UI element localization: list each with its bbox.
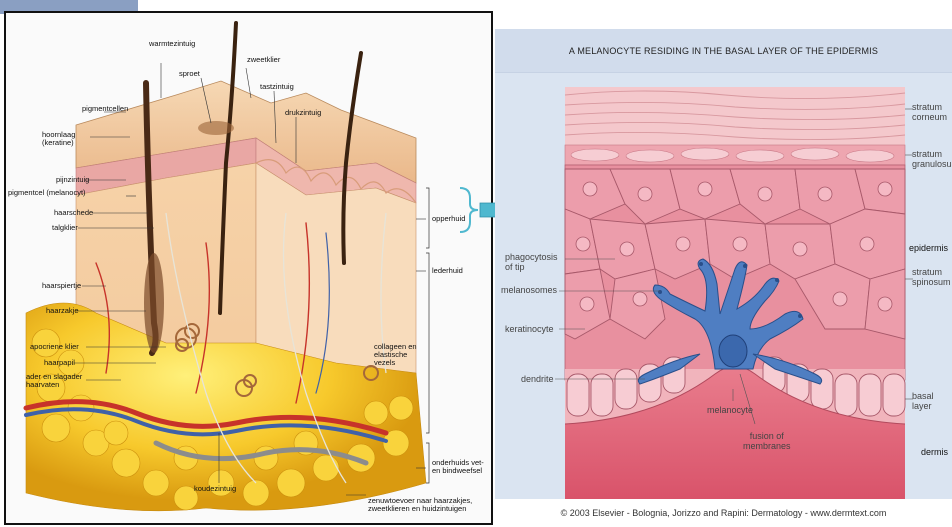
label-zweetklier: zweetklier	[247, 56, 280, 64]
label-pijnzintuig: pijnzintuig	[56, 176, 89, 184]
label-pigmentcel: pigmentcel (melanocyt)	[8, 189, 86, 197]
label-haarspiertje: haarspiertje	[42, 282, 81, 290]
label-phagocytosis-of-tip: phagocytosis of tip	[505, 252, 558, 272]
label-zenuwtoevoer: zenuwtoevoer naar haarzakjes, zweetklier…	[368, 497, 472, 513]
label-stratum-corneum: stratum corneum	[912, 102, 947, 122]
label-lederhuid: lederhuid	[432, 267, 463, 275]
copyright-credit: © 2003 Elsevier - Bolognia, Jorizzo and …	[495, 500, 952, 527]
skin-cross-section-illustration	[6, 13, 493, 525]
label-onderhuids: onderhuids vet- en bindweefsel	[432, 459, 484, 475]
melanocyte-diagram-panel: A MELANOCYTE RESIDING IN THE BASAL LAYER…	[495, 29, 952, 499]
label-sproet: sproet	[179, 70, 200, 78]
label-melanocyte: melanocyte	[707, 405, 753, 415]
label-epidermis: epidermis	[909, 243, 948, 253]
label-keratinocyte: keratinocyte	[505, 324, 554, 334]
label-collageen: collageen en elastische vezels	[374, 343, 417, 367]
label-basal-layer: basal layer	[912, 391, 934, 411]
label-hoornlaag: hoornlaag (keratine)	[42, 131, 75, 147]
label-fusion-of-membranes: fusion of membranes	[743, 431, 791, 451]
label-stratum-spinosum: stratum spinosum	[912, 267, 951, 287]
label-ader-en-slagader: ader en slagader haarvaten	[26, 373, 82, 389]
label-stratum-granulosum: stratum granulosum	[912, 149, 952, 169]
label-melanosomes: melanosomes	[501, 285, 557, 295]
skin-cross-section-panel: warmtezintuig zweetklier sproet tastzint…	[4, 11, 493, 525]
label-tastzintuig: tastzintuig	[260, 83, 294, 91]
melanocyte-illustration	[495, 29, 952, 499]
label-koudezintuig: koudezintuig	[194, 485, 236, 493]
label-apocriene-klier: apocriene klier	[30, 343, 79, 351]
label-talgklier: talgklier	[52, 224, 78, 232]
label-haarpapil: haarpapil	[44, 359, 75, 367]
label-haarzakje: haarzakje	[46, 307, 79, 315]
label-dermis: dermis	[921, 447, 948, 457]
label-pigmentcellen: pigmentcellen	[82, 105, 128, 113]
label-haarschede: haarschede	[54, 209, 93, 217]
label-warmtezintuig: warmtezintuig	[149, 40, 195, 48]
label-dendrite: dendrite	[521, 374, 554, 384]
label-drukzintuig: drukzintuig	[285, 109, 321, 117]
